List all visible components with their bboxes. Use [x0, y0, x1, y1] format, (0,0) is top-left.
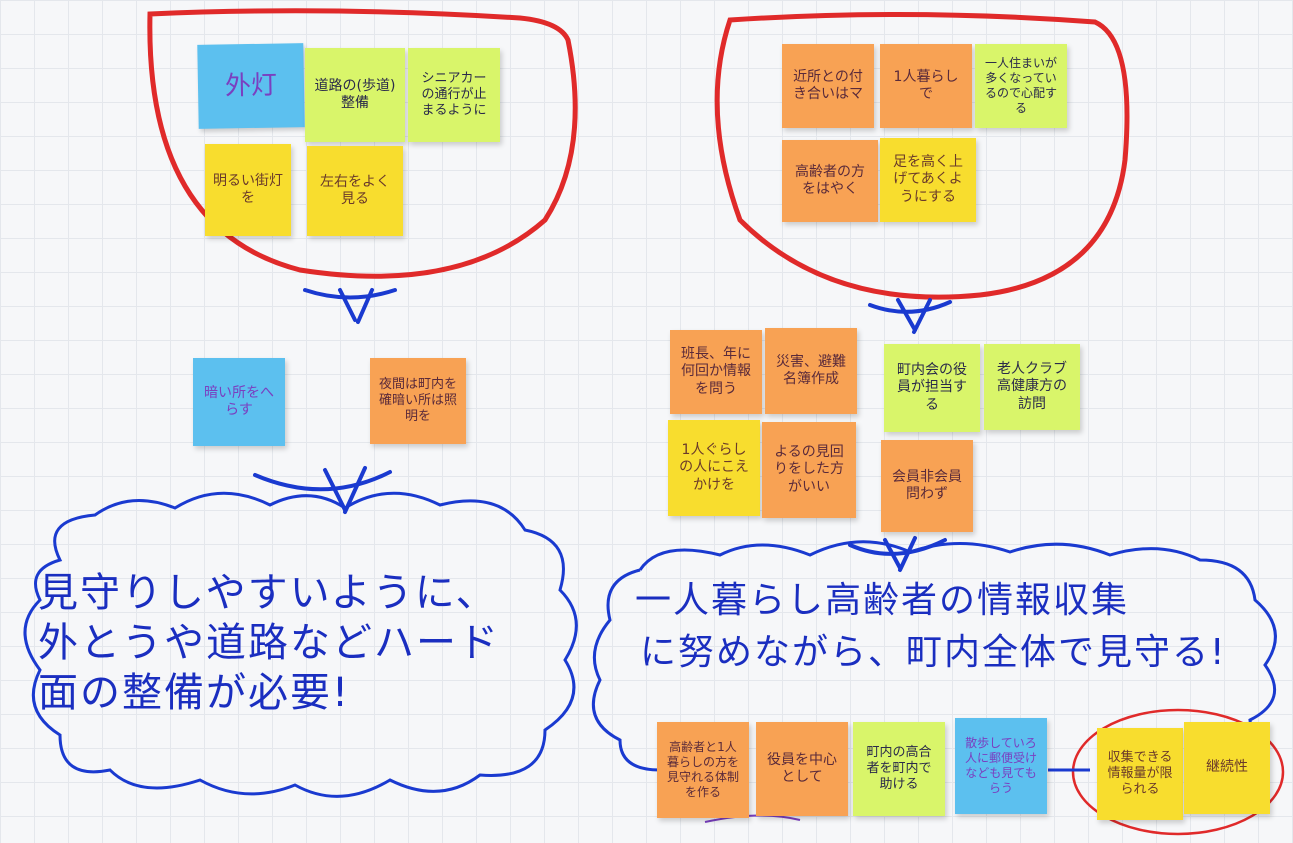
note-living-alone: 1人暮らしで [880, 44, 972, 128]
note-night-check: 夜間は町内を確暗い所は照明を [370, 358, 466, 444]
conclusion-left: 見守りしやすいように、外とうや道路などハード面の整備が必要! [38, 570, 500, 716]
note-team-leader: 班長、年に何回か情報を問う [670, 330, 762, 414]
note-council-officer: 町内会の役員が担当する [884, 344, 980, 432]
note-night-patrol: よるの見回りをした方がいい [762, 422, 856, 518]
note-elderly-early: 高齢者の方をはやく [782, 140, 878, 222]
conclusion-right-line2: に努めながら、町内全体で見守る! [640, 632, 1227, 673]
note-reduce-dark-places: 暗い所をへらす [193, 358, 285, 446]
note-sidewalk-maintenance: 道路の(歩道)整備 [305, 48, 405, 142]
cloud-left [23, 491, 578, 798]
red-oval-bottom-right [1071, 708, 1285, 836]
note-officer-center: 役員を中心として [756, 722, 848, 816]
note-bright-light: 明るい街灯を [205, 144, 291, 236]
note-help-each-other: 町内の高合者を町内で助ける [853, 722, 945, 816]
note-outdoor-light: 外灯 [197, 43, 305, 129]
note-greeting-single: 1人ぐらしの人にこえかけを [668, 420, 760, 516]
note-senior-car: シニアカーの通行が止まるように [408, 48, 500, 142]
note-elderly-club: 老人クラブ 高健康方の訪問 [984, 344, 1080, 430]
note-continuity: 継続性 [1184, 722, 1270, 814]
note-look-both-ways: 左右をよく見る [307, 146, 403, 236]
note-support-system: 高齢者と1人暮らしの方を見守れる体制を作る [657, 722, 749, 818]
down-arrow-right-top [868, 298, 952, 334]
down-arrow-left-top [303, 288, 397, 324]
red-enclosure-right [714, 11, 1130, 300]
note-raise-feet: 足を高く上げてあくようにする [880, 138, 976, 222]
note-limited-info: 収集できる情報量が限られる [1097, 728, 1183, 820]
note-disaster-roster: 災害、避難名簿作成 [765, 328, 857, 414]
note-neighbor-relations: 近所との付き合いはマ [782, 44, 874, 128]
down-arrow-left-mid [253, 466, 392, 514]
note-mailbox-check: 散歩していろ人に郵便受けなども見てもらう [955, 718, 1047, 814]
conclusion-right-line1: 一人暮らし高齢者の情報収集 [635, 580, 1130, 621]
note-single-residence: 一人住まいが多くなっているので心配する [975, 44, 1067, 128]
note-members-nonmembers: 会員非会員問わず [881, 440, 973, 532]
cloud-right [591, 540, 1277, 791]
